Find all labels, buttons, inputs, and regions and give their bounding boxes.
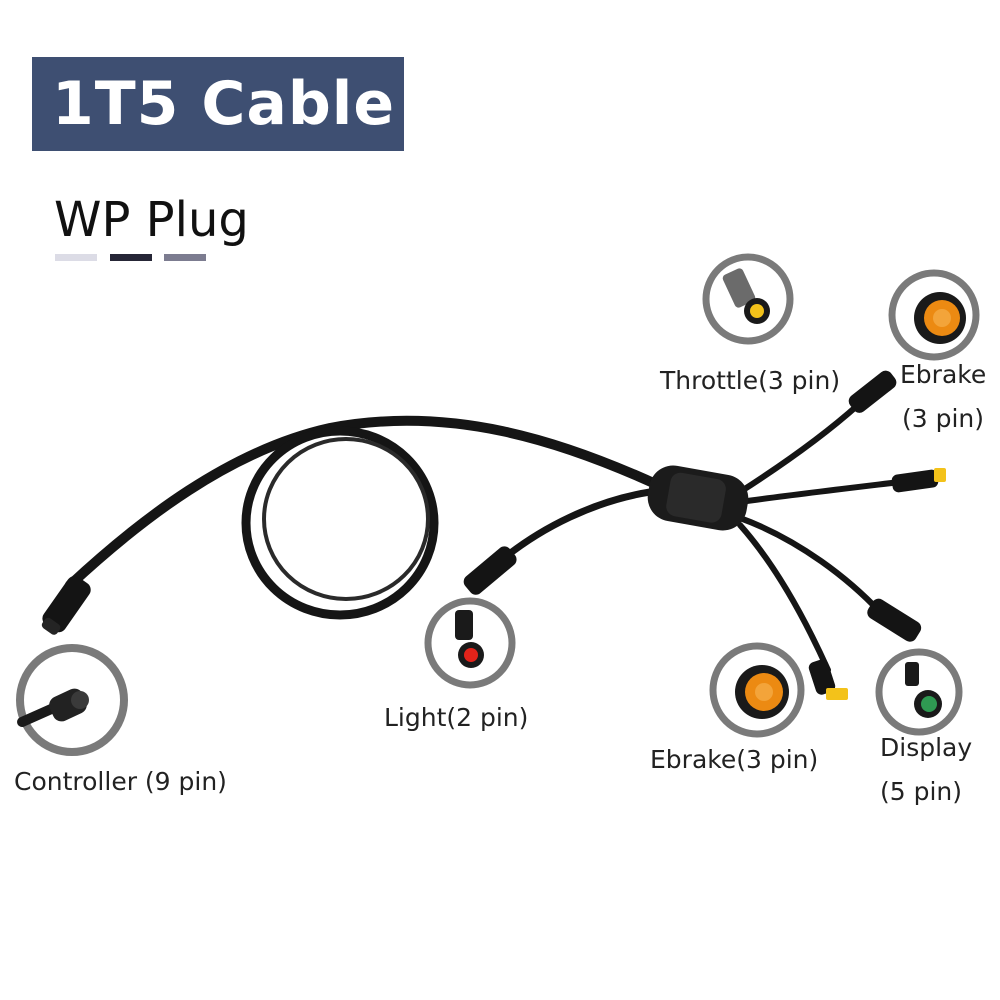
throttle-label: Throttle(3 pin) (660, 366, 841, 395)
throttle-connector-icon (702, 253, 794, 345)
display-label-line1: Display (880, 733, 973, 762)
main-cable (65, 415, 665, 590)
controller-plug (41, 576, 91, 635)
color-swatch-dark (110, 254, 152, 261)
display-label-line2: (5 pin) (880, 777, 963, 806)
display-branch (737, 515, 883, 615)
display-plug (867, 598, 922, 642)
throttle-branch (737, 402, 861, 495)
color-swatch-light (55, 254, 97, 261)
light-label: Light(2 pin) (384, 703, 529, 732)
ebrake-top-label-line1: Ebrake (900, 360, 987, 389)
title-banner: 1T5 Cable (32, 57, 404, 151)
light-connector-icon (424, 597, 516, 689)
ebrake-bottom-plug (808, 659, 848, 700)
color-swatch-gray (164, 254, 206, 261)
display-connector-icon (875, 648, 963, 736)
controller-label: Controller (9 pin) (14, 767, 227, 796)
ebrake-top-connector-icon (888, 269, 980, 361)
splitter-hub (647, 465, 749, 531)
ebrake-bottom-label: Ebrake(3 pin) (650, 745, 819, 774)
ebrake-top-label-line2: (3 pin) (902, 404, 985, 433)
title-text: 1T5 Cable (52, 69, 396, 139)
ebrake-bottom-connector-icon (709, 642, 805, 738)
ebrake-bottom-branch (737, 522, 831, 673)
ebrake-top-plug (891, 468, 946, 493)
ebrake-top-branch (737, 479, 903, 505)
light-plug (463, 546, 517, 595)
cable-coil (241, 426, 439, 620)
throttle-plug (848, 370, 897, 413)
cable-coil-inner (262, 437, 430, 601)
subtitle: WP Plug (54, 192, 249, 248)
controller-connector-icon (16, 644, 128, 756)
